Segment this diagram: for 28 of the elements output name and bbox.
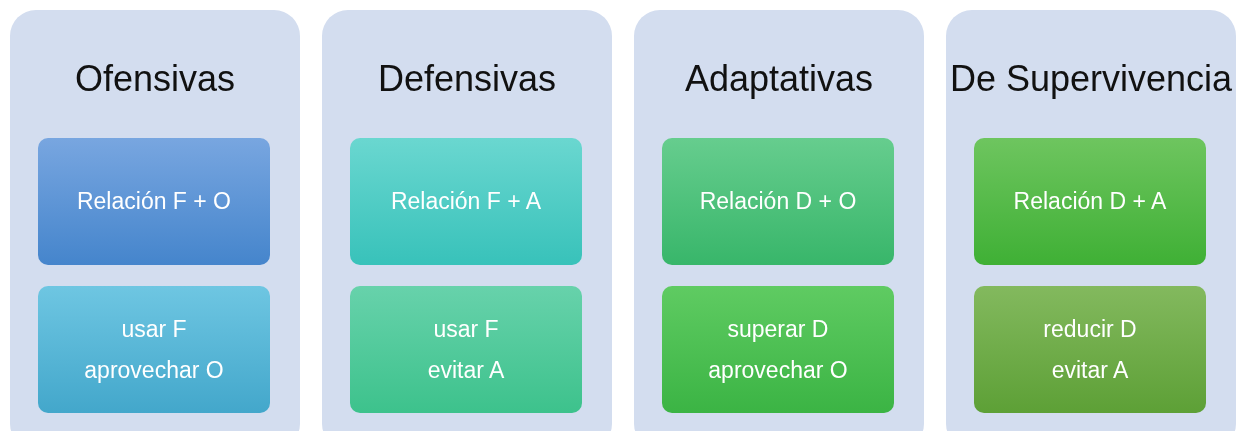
panel-title: Ofensivas: [74, 58, 236, 100]
strategy-box: [38, 138, 270, 265]
box-text: Relación D + O: [699, 187, 857, 217]
box-text: usar F: [121, 315, 187, 345]
panel-title: Defensivas: [377, 58, 557, 100]
box-text: aprovechar O: [708, 355, 848, 385]
category-panel: [634, 10, 924, 431]
box-text: usar F: [433, 315, 499, 345]
box-text: evitar A: [427, 355, 505, 385]
category-panel: [10, 10, 300, 431]
box-text: Relación D + A: [1013, 187, 1167, 217]
strategy-box: [38, 286, 270, 413]
box-text: superar D: [727, 315, 829, 345]
strategy-box: [662, 286, 894, 413]
panel-title: De Supervivencia: [949, 58, 1233, 100]
category-panel: [322, 10, 612, 431]
box-text: evitar A: [1051, 355, 1129, 385]
strategy-box: [974, 138, 1206, 265]
box-text: reducir D: [1043, 315, 1137, 345]
strategy-box: [974, 286, 1206, 413]
box-text: Relación F + O: [76, 187, 231, 217]
category-panel: [946, 10, 1236, 431]
box-text: Relación F + A: [390, 187, 542, 217]
strategy-box: [662, 138, 894, 265]
panel-title: Adaptativas: [684, 58, 874, 100]
strategy-box: [350, 286, 582, 413]
strategy-box: [350, 138, 582, 265]
box-text: aprovechar O: [84, 355, 224, 385]
